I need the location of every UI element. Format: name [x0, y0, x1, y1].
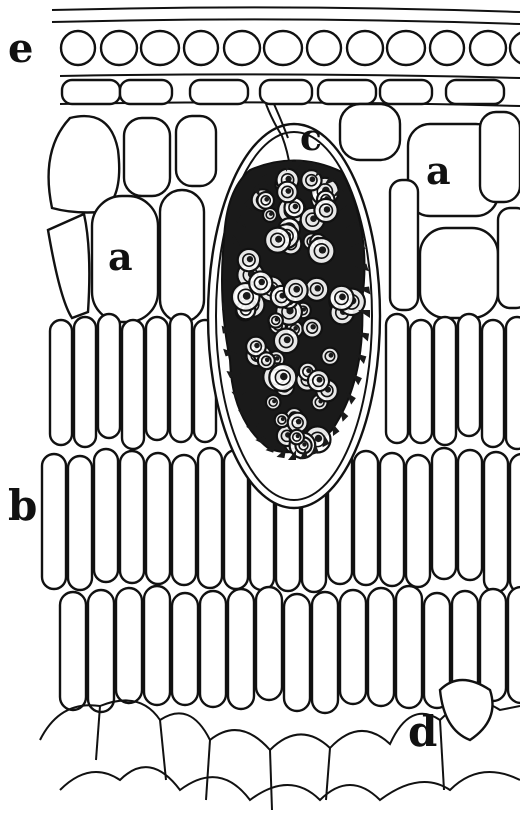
palisade-cell [484, 452, 508, 592]
palisade-cell [172, 455, 196, 585]
palisade-cell [480, 589, 506, 701]
label-b: b [8, 481, 37, 530]
palisade-cell [368, 588, 394, 706]
palisade-cell [284, 594, 310, 711]
palisade-cell [98, 314, 120, 438]
palisade-cell [482, 320, 504, 447]
label-e: e [8, 25, 33, 72]
epidermis-cell [264, 31, 302, 65]
palisade-cell [458, 450, 482, 580]
epidermis-cell [101, 31, 137, 65]
palisade-cell [406, 455, 430, 587]
label-d: d [408, 707, 437, 756]
palisade-cell [510, 454, 520, 593]
palisade-cell [434, 317, 456, 445]
palisade-cell [94, 449, 118, 582]
palisade-cell [170, 314, 192, 442]
palisade-cell [146, 317, 168, 440]
palisade-cell [506, 317, 520, 449]
palisade-cell [146, 453, 170, 584]
hypodermis-cell [190, 80, 248, 104]
epidermis-layer [52, 7, 520, 106]
hypodermis-cell [120, 80, 172, 104]
hypodermis-cell [318, 80, 376, 104]
palisade-cell [256, 587, 282, 700]
label-a-right: a [426, 148, 451, 193]
palisade-cell [228, 589, 254, 709]
epidermis-cell [387, 31, 425, 65]
palisade-cell [380, 453, 404, 586]
palisade-cell [340, 590, 366, 704]
palisade-cell [172, 593, 198, 705]
palisade-cell [116, 588, 142, 703]
epidermis-cell [61, 31, 95, 65]
palisade-cell [122, 320, 144, 449]
hypodermis-cell [260, 80, 312, 104]
palisade-cell [120, 451, 144, 583]
epidermis-cell [347, 31, 383, 65]
palisade-cell [88, 590, 114, 712]
palisade-cell [144, 586, 170, 705]
epidermis-cell [184, 31, 218, 65]
palisade-cell [68, 456, 92, 590]
palisade-cell [50, 320, 72, 445]
palisade-cell [60, 592, 86, 710]
palisade-cell [432, 448, 456, 579]
label-c: c [300, 117, 322, 159]
hypodermis-cell [446, 80, 504, 104]
palisade-cell [354, 451, 378, 585]
palisade-cell [74, 317, 96, 447]
palisade-cell [200, 591, 226, 707]
epidermis-cell [430, 31, 464, 65]
palisade-cell [410, 320, 432, 443]
hypodermis-cells [62, 80, 504, 104]
palisade-cell [396, 586, 422, 708]
epidermis-cell [510, 31, 520, 65]
palisade-cell [508, 587, 520, 703]
palisade-cell [198, 448, 222, 588]
palisade-cell [312, 592, 338, 713]
palisade-cell [386, 314, 408, 443]
epidermis-cell [224, 31, 260, 65]
hypodermis-cell [62, 80, 120, 104]
epidermis-cell [470, 31, 506, 65]
label-a-left: a [108, 234, 133, 279]
palisade-cell [42, 454, 66, 589]
hypodermis-cell [380, 80, 432, 104]
epidermis-cell [307, 31, 341, 65]
palisade-cell [458, 314, 480, 436]
epidermis-cells [61, 31, 520, 65]
epidermis-cell [141, 31, 179, 65]
